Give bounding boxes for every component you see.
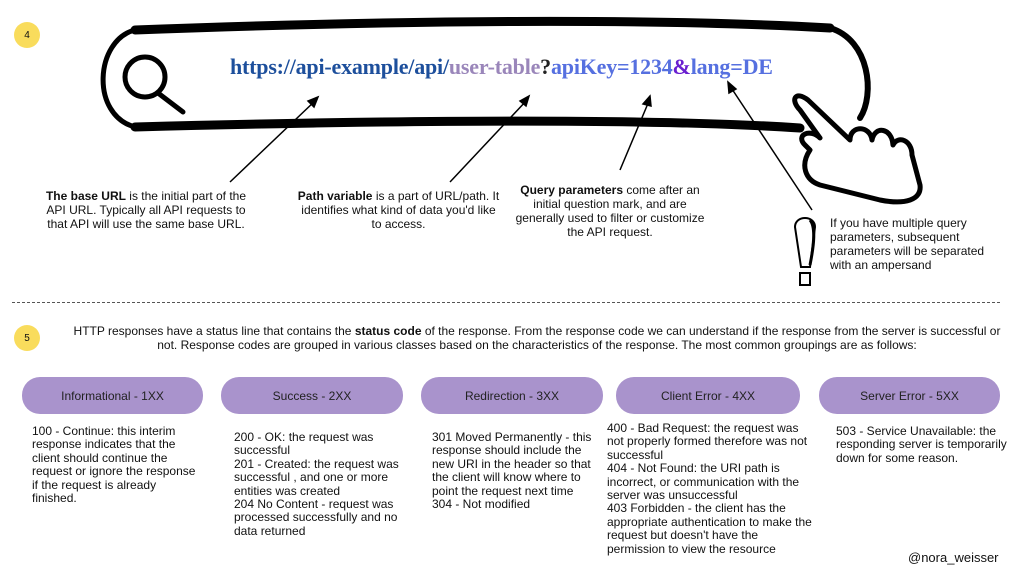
author-signature: @nora_weisser xyxy=(908,550,999,565)
url-bar-illustration xyxy=(100,16,923,211)
path-variable-note: Path variable is a part of URL/path. It … xyxy=(296,189,501,231)
arrow-query xyxy=(619,100,650,171)
path-variable-term: Path variable xyxy=(297,189,373,203)
intro-part: of the response. From the response code … xyxy=(157,324,1001,352)
hand-pointer-icon xyxy=(792,93,923,205)
url-question-mark: ? xyxy=(540,54,551,79)
group-desc-client-error: 400 - Bad Request: the request was not p… xyxy=(607,421,812,556)
arrow-base-url xyxy=(229,99,317,183)
group-label: Informational - 1XX xyxy=(61,388,164,403)
base-url-term: The base URL xyxy=(45,189,126,203)
group-desc-success: 200 - OK: the request was successful 201… xyxy=(234,430,399,538)
url-ampersand: & xyxy=(672,54,691,79)
url-param-2: lang=DE xyxy=(690,54,773,79)
ampersand-note: If you have multiple query parameters, s… xyxy=(830,216,985,272)
base-url-text: is the initial part of the API URL. Typi… xyxy=(46,189,247,231)
group-pill-client-error: Client Error - 4XX xyxy=(616,377,800,414)
magnifier-icon xyxy=(122,54,186,115)
url-path-variable: user-table xyxy=(448,54,541,79)
group-label: Redirection - 3XX xyxy=(464,388,560,403)
arrow-ampersand xyxy=(729,85,813,211)
group-desc-server-error: 503 - Service Unavailable: the respondin… xyxy=(836,424,1007,465)
step-badge-5: 5 xyxy=(14,325,40,351)
group-label: Success - 2XX xyxy=(272,388,352,403)
pointer-lines xyxy=(229,80,813,211)
query-params-note: Query parameters come after an initial q… xyxy=(512,183,708,239)
path-variable-text: is a part of URL/path. It identifies wha… xyxy=(301,189,500,231)
group-pill-server-error: Server Error - 5XX xyxy=(819,377,1000,414)
group-desc-redirection: 301 Moved Permanently - this response sh… xyxy=(432,430,592,512)
group-desc-informational: 100 - Continue: this interim response in… xyxy=(32,424,196,506)
badge-number: 5 xyxy=(24,332,30,344)
group-pill-redirection: Redirection - 3XX xyxy=(421,377,603,414)
search-bar-outline xyxy=(100,16,871,133)
query-params-term: Query parameters xyxy=(520,183,623,197)
intro-status-code: status code xyxy=(354,324,422,338)
url-base: https://api-example/api/ xyxy=(230,54,449,79)
group-pill-success: Success - 2XX xyxy=(221,377,403,414)
intro-part: HTTP responses have a status line that c… xyxy=(73,324,355,338)
section-divider xyxy=(12,302,1000,303)
exclamation-icon xyxy=(793,217,817,286)
query-params-text: come after an initial question mark, and… xyxy=(515,183,705,239)
step-badge-4: 4 xyxy=(14,22,40,48)
badge-number: 4 xyxy=(24,29,30,41)
http-intro-text: HTTP responses have a status line that c… xyxy=(62,324,1012,352)
arrow-path xyxy=(449,99,528,183)
group-pill-informational: Informational - 1XX xyxy=(22,377,203,414)
group-label: Client Error - 4XX xyxy=(660,388,756,403)
url-param-1: apiKey=1234 xyxy=(550,54,673,79)
example-url: https://api-example/api/user-table?apiKe… xyxy=(230,54,773,80)
base-url-note: The base URL is the initial part of the … xyxy=(40,189,252,231)
group-label: Server Error - 5XX xyxy=(860,388,959,403)
